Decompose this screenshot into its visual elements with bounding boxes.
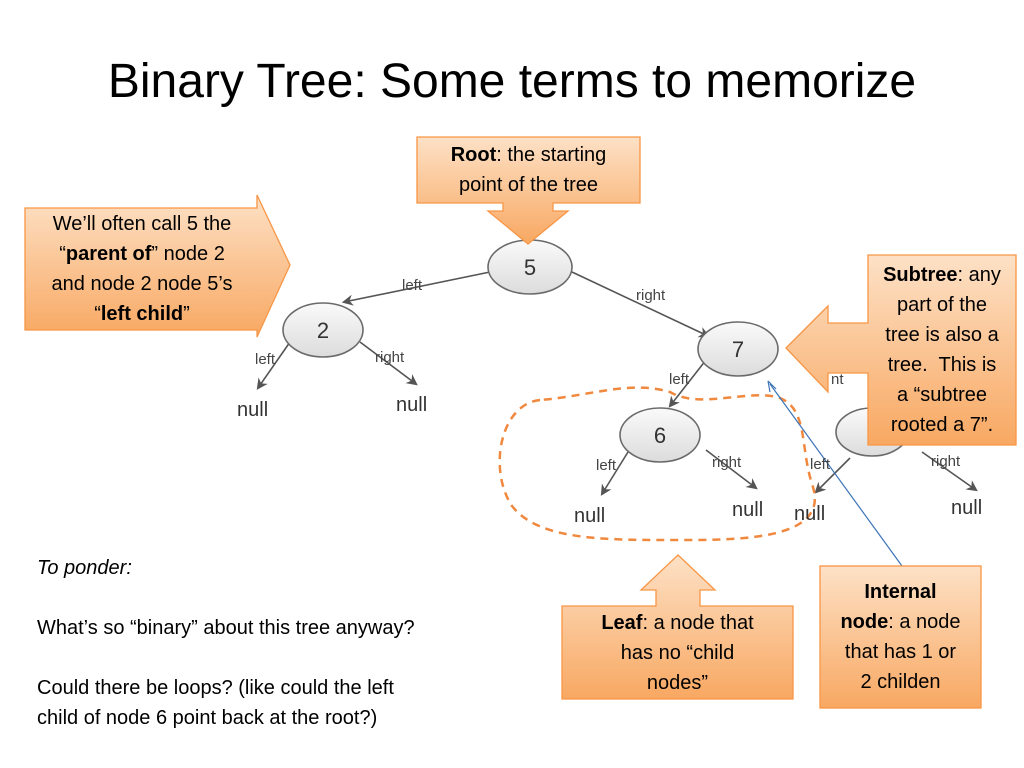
edge-6-null-right — [705, 449, 758, 490]
root-callout-line-1: Root: the starting — [451, 140, 607, 170]
parent-callout: We’ll often call 5 the “parent of” node … — [25, 208, 259, 330]
edge-label-6-right: right — [712, 454, 742, 471]
subtree-callout-shape — [785, 254, 1017, 446]
ponder-question-1: What’s so “binary” about this tree anywa… — [37, 617, 415, 639]
callout-shapes — [24, 136, 1017, 709]
subtree-callout-line-4: tree. This is — [887, 354, 997, 376]
internal-callout-shape — [819, 565, 982, 709]
subtree-callout-line-5: a “subtree — [896, 384, 988, 406]
edge-hidden-null-right — [921, 451, 978, 492]
tree-nodes: 5 2 7 6 — [282, 239, 779, 463]
tree-node-7-label: 7 — [732, 337, 744, 362]
tree-node-2-shape — [282, 302, 364, 358]
subtree-callout: Subtree: any part of the tree is also a … — [868, 255, 1016, 445]
edge-label-7-right-partial: nt — [831, 371, 844, 388]
tree-edges — [256, 271, 978, 496]
ponder-spacer-1 — [37, 583, 537, 613]
edge-2-null-right — [359, 341, 418, 386]
null-2-left: null — [237, 399, 268, 421]
edge-2-null-left — [256, 341, 291, 390]
leaf-callout: Leaf: a node that has no “child nodes” — [562, 606, 793, 699]
tree-node-2-label: 2 — [317, 318, 329, 343]
edge-labels: left right left right left nt left right… — [255, 277, 961, 474]
left-child-quote-open: “ — [94, 303, 101, 325]
root-callout-line1-rest: : the starting — [496, 144, 607, 166]
leaf-dashed-outline — [498, 386, 816, 542]
parent-callout-shape — [24, 194, 291, 338]
leaf-callout-shape — [561, 554, 794, 700]
edge-label-7-left: left — [669, 371, 690, 388]
edge-5-2 — [341, 271, 491, 306]
internal-callout-line-4: 2 childen — [860, 671, 941, 693]
ponder-section: To ponder: What’s so “binary” about this… — [37, 553, 537, 733]
tree-node-6-shape — [619, 407, 701, 463]
internal-pointer-line — [769, 383, 903, 567]
edge-label-2-right: right — [375, 349, 405, 366]
parent-callout-line-3: and node 2 node 5’s — [51, 273, 233, 295]
null-6-left: null — [574, 505, 605, 527]
root-term: Root — [450, 144, 497, 166]
slide-title: Binary Tree: Some terms to memorize — [107, 55, 917, 108]
subtree-callout-line-6: rooted a 7”. — [890, 414, 994, 436]
edge-label-hidden-left: left — [810, 456, 831, 473]
subtree-term: Subtree — [883, 264, 958, 286]
edge-5-7 — [571, 271, 711, 338]
parent-quote-open: “ — [59, 243, 66, 265]
tree-node-6-label: 6 — [654, 423, 666, 448]
null-hidden-right: null — [951, 497, 982, 519]
edge-label-5-2: left — [402, 277, 423, 294]
internal-node-term: node — [840, 611, 889, 633]
subtree-callout-line-3: tree is also a — [885, 324, 999, 346]
internal-term: Internal — [864, 581, 937, 603]
internal-callout-line2-rest: : a node — [888, 611, 961, 633]
edge-label-2-left: left — [255, 351, 276, 368]
internal-callout-line-1: Internal — [864, 577, 936, 607]
ponder-heading: To ponder: — [37, 557, 132, 579]
null-labels: null null null null null null — [237, 394, 982, 527]
tree-node-7-shape — [697, 321, 779, 377]
edge-hidden-null-left — [814, 457, 851, 494]
internal-node-callout: Internal node: a node that has 1 or 2 ch… — [820, 566, 981, 708]
root-callout: Root: the starting point of the tree — [417, 137, 640, 203]
subtree-callout-line1-rest: : any — [957, 264, 1001, 286]
parent-callout-line-4: “left child” — [94, 299, 190, 329]
leaf-callout-line-2: has no “child — [620, 641, 735, 664]
internal-pointer-arrowhead — [767, 380, 777, 393]
internal-callout-line-2: node: a node — [840, 607, 960, 637]
parent-callout-line-1: We’ll often call 5 the — [52, 213, 232, 235]
null-6-right: null — [732, 499, 763, 521]
root-callout-shape — [416, 136, 641, 245]
null-2-right: null — [396, 394, 427, 416]
internal-callout-line-3: that has 1 or — [844, 641, 957, 663]
leaf-callout-line-1: Leaf: a node that — [601, 608, 753, 638]
edge-label-6-left: left — [596, 457, 617, 474]
root-callout-line-2: point of the tree — [459, 174, 598, 196]
left-child-term: left child — [100, 303, 184, 325]
subtree-callout-line-2: part of the — [896, 294, 988, 316]
subtree-callout-line-1: Subtree: any — [883, 260, 1001, 290]
parent-callout-line2-rest: ” node 2 — [151, 243, 225, 265]
leaf-callout-line1-rest: : a node that — [642, 611, 754, 634]
null-hidden-left: null — [794, 503, 825, 525]
leaf-term: Leaf — [601, 611, 643, 634]
tree-node-5-label: 5 — [524, 255, 536, 280]
parent-of-term: parent of — [65, 243, 152, 265]
parent-callout-line-2: “parent of” node 2 — [59, 239, 225, 269]
ponder-question-2-line-1: Could there be loops? (like could the le… — [37, 677, 394, 699]
leaf-callout-line-3: nodes” — [646, 671, 709, 694]
edge-7-6 — [668, 359, 707, 408]
edge-label-5-7: right — [636, 287, 666, 304]
edge-label-hidden-right: right — [931, 453, 961, 470]
ponder-question-2-line-2: child of node 6 point back at the root?) — [37, 707, 378, 729]
edge-6-null-left — [600, 451, 629, 496]
left-child-quote-close: ” — [183, 303, 190, 325]
ponder-spacer-2 — [37, 643, 537, 673]
